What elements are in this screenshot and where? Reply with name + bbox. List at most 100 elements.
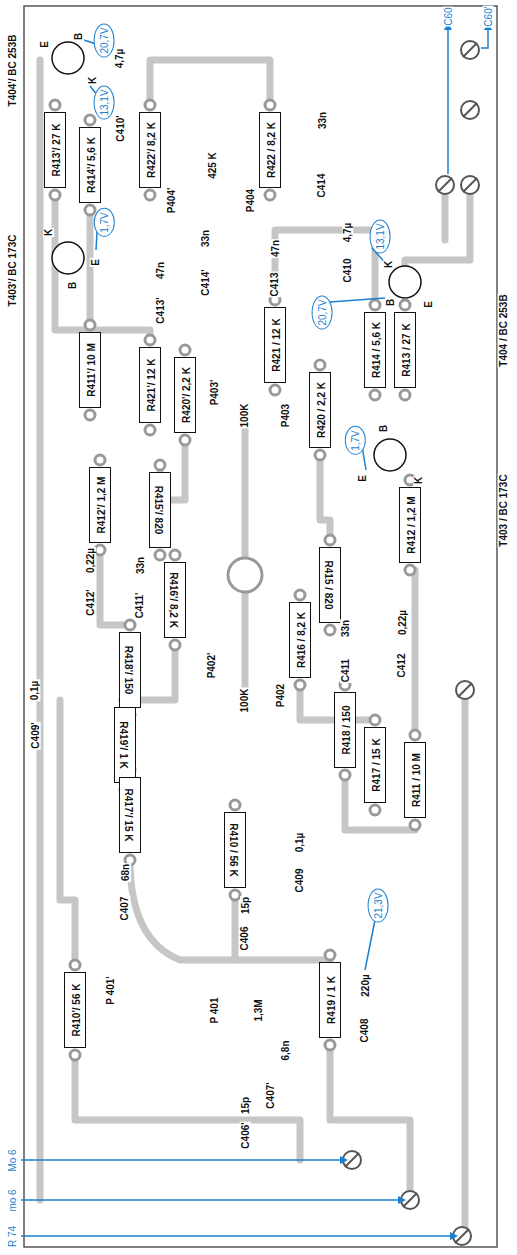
resistor-label: R420 / 2,2 K (316, 382, 327, 438)
part-label: 47n (155, 260, 166, 279)
part-label: P403' (209, 378, 220, 406)
part-label: T403 / BC 173C (498, 473, 509, 547)
part-label: 220µ (360, 973, 371, 997)
part-label: T403'/ BC 173C (7, 233, 18, 307)
resistor-symbol: R422'/ 8,2 K (139, 112, 161, 188)
resistor-label: R411 / 10 M (411, 753, 422, 807)
part-label: 15p (240, 895, 251, 914)
screw-terminals (343, 41, 479, 1245)
resistor-symbol: R413 / 27 K (394, 312, 416, 388)
resistor-symbol: R412'/ 1,2 M (89, 467, 111, 543)
arrow-heads (340, 22, 492, 1240)
resistor-label: R413 / 27 K (401, 323, 412, 376)
resistor-label: R415'/ 820 (153, 486, 164, 535)
part-label: C414 (316, 172, 327, 198)
part-label: P402 (275, 682, 286, 707)
part-label: E (356, 474, 367, 483)
part-label: E (38, 40, 49, 49)
connection-label: Mo 6 (7, 1148, 18, 1172)
resistor-label: R412'/ 1,2 M (96, 477, 107, 534)
part-label: C412' (85, 588, 96, 616)
part-label: C410' (115, 114, 126, 142)
part-label: B (73, 31, 84, 40)
part-label: 1,3M (253, 998, 264, 1022)
part-label: 0,1µ (294, 831, 305, 853)
part-label: E (89, 258, 100, 267)
part-label: 0,22µ (397, 608, 408, 635)
resistor-symbol: R418'/ 150 (119, 632, 141, 708)
resistor-label: R417 / 15 K (371, 738, 382, 791)
part-label: B (378, 423, 389, 432)
part-label: 100K (239, 402, 250, 428)
solder-pads (50, 100, 420, 1060)
resistor-label: R414 / 5,6 K (371, 322, 382, 378)
resistor-symbol: R411 / 10 M (404, 742, 426, 818)
part-label: K (87, 75, 98, 84)
part-label: P 401 (209, 996, 220, 1024)
voltage-callout: 1,7V (344, 426, 365, 455)
part-label: C413 (269, 271, 280, 297)
voltage-callout: 20,7V (94, 23, 115, 57)
part-label: 0,1µ (29, 679, 40, 701)
resistor-label: R412 / 1,2 M (406, 496, 417, 553)
connection-label: R 74 (7, 1224, 18, 1247)
part-label: C408 (359, 1017, 370, 1043)
resistor-symbol: R417 / 15 K (364, 727, 386, 803)
part-label: B (385, 297, 396, 306)
resistor-symbol: R414'/ 5,6 K (79, 127, 101, 203)
resistor-label: R410'/ 56 K (71, 984, 82, 1037)
resistor-symbol: R421'/ 12 K (139, 347, 161, 423)
part-label: 33n (340, 618, 351, 637)
resistor-label: R411'/ 10 M (86, 343, 97, 397)
part-label: K (413, 475, 424, 484)
resistor-label: R414'/ 5,6 K (86, 137, 97, 193)
part-label: 33n (317, 110, 328, 129)
connection-label: C60 (443, 6, 454, 26)
part-label: C406 (239, 925, 250, 951)
part-label: P 401' (105, 975, 116, 1005)
board-outline (24, 6, 497, 1247)
resistor-label: R422'/ 8,2 K (146, 122, 157, 178)
resistor-label: R410 / 56 K (228, 823, 239, 876)
copper-traces (40, 60, 470, 1236)
resistor-symbol: R415 / 820 (319, 547, 341, 623)
mounting-hole (228, 558, 262, 592)
resistor-label: R413'/ 27 K (51, 124, 62, 177)
resistor-label: R419'/ 1 K (118, 721, 129, 768)
part-label: C410 (342, 257, 353, 283)
part-label: B (67, 280, 78, 289)
part-label: C407 (119, 895, 130, 921)
part-label: 33n (135, 555, 146, 574)
part-label: C407' (265, 1081, 276, 1109)
resistor-label: R418 / 150 (341, 706, 352, 755)
part-label: C406' (240, 1121, 251, 1149)
resistor-symbol: R421 / 12 K (264, 307, 286, 383)
part-label: P404 (245, 187, 256, 212)
voltage-callout: 20,7V (312, 295, 333, 329)
part-label: E (422, 300, 433, 309)
part-label: C414' (200, 268, 211, 296)
resistor-symbol: R414 / 5,6 K (364, 312, 386, 388)
resistor-label: R416'/ 8,2 K (168, 572, 179, 628)
part-label: C413' (155, 296, 166, 324)
part-label: 4,7µ (342, 221, 353, 243)
part-label: 6,8n (280, 1039, 291, 1061)
voltage-callout: 13,1V (94, 85, 115, 119)
part-label: T404'/ BC 253B (7, 33, 18, 107)
part-label: C411' (134, 591, 145, 619)
resistor-label: R421 / 12 K (271, 318, 282, 371)
resistor-symbol: R411'/ 10 M (79, 332, 101, 408)
resistor-symbol: R415'/ 820 (149, 472, 171, 548)
part-label: P402' (206, 651, 217, 679)
part-label: P404' (166, 186, 177, 214)
part-label: K (43, 227, 54, 236)
resistor-label: R417'/ 15 K (123, 789, 134, 842)
resistor-symbol: R412 / 1,2 M (399, 487, 421, 563)
resistor-symbol: R410'/ 56 K (64, 972, 86, 1048)
resistor-symbol: R417'/ 15 K (119, 777, 141, 853)
part-label: 15p (240, 1095, 251, 1114)
resistor-symbol: R416 / 8,2 K (289, 602, 311, 678)
resistor-symbol: R416'/ 8,2 K (164, 562, 186, 638)
